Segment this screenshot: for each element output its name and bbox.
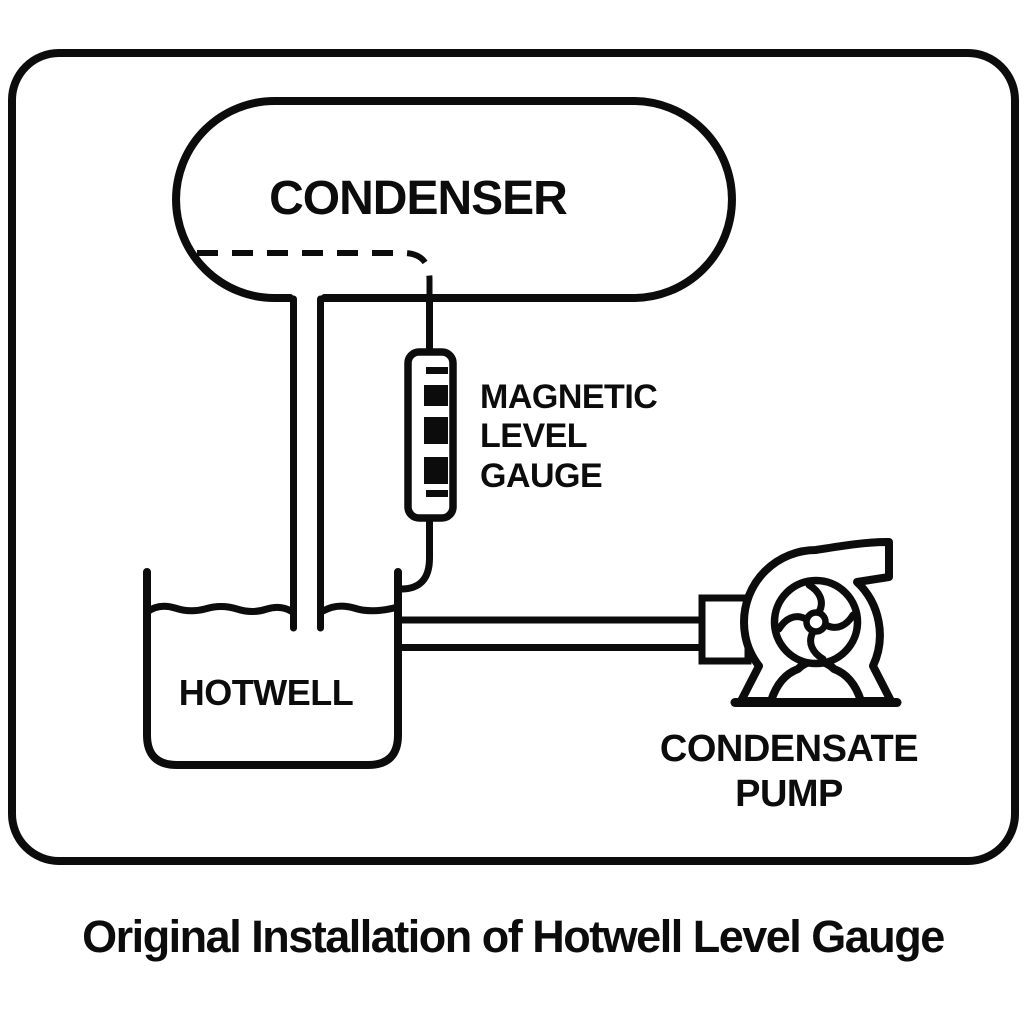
gauge-label-line-1: MAGNETIC xyxy=(480,378,657,416)
gauge-bottom-drain-line xyxy=(397,513,433,593)
pump-label-line-2: PUMP xyxy=(735,773,843,815)
diagram-border xyxy=(8,49,1019,865)
pump-label-line-1: CONDENSATE xyxy=(660,728,918,770)
condenser-label: CONDENSER xyxy=(269,172,567,225)
condenser-level-dashed-line xyxy=(197,250,433,296)
gauge-label: MAGNETIC LEVEL GAUGE xyxy=(480,378,658,495)
pump-label: CONDENSATE PUMP xyxy=(660,728,919,815)
hotwell-water-line-left xyxy=(143,602,295,616)
figure-caption: Original Installation of Hotwell Level G… xyxy=(82,911,944,962)
pump-inlet-flange xyxy=(698,594,752,665)
hotwell-label: HOTWELL xyxy=(179,672,353,713)
hotwell-water-line-right xyxy=(319,602,402,615)
pump-impeller-blades xyxy=(775,581,857,663)
pump-impeller-hub xyxy=(803,609,829,635)
condenser-vessel xyxy=(172,97,736,302)
gauge-label-line-2: LEVEL xyxy=(480,417,587,455)
gauge-label-line-3: GAUGE xyxy=(480,457,602,495)
hotwell-tank xyxy=(143,568,402,769)
gauge-flag-marks xyxy=(424,367,448,497)
